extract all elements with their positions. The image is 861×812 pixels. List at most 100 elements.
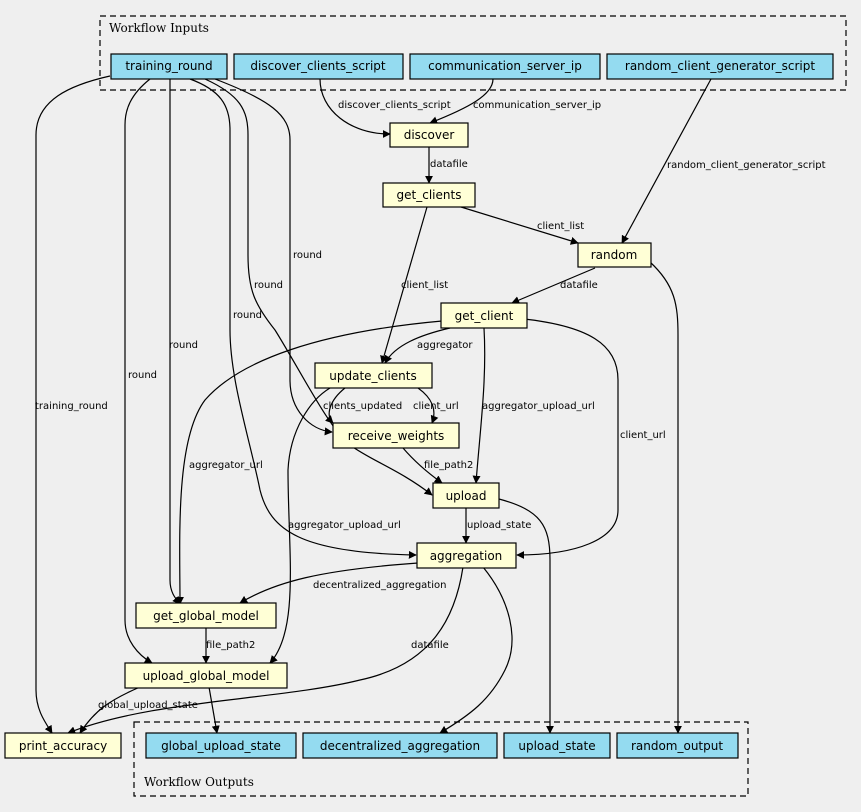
edge-label-aggregator-url: aggregator_url — [189, 460, 263, 471]
input-training-round-label: training_round — [125, 59, 212, 73]
step-get-global-model-label: get_global_model — [153, 609, 259, 623]
step-nodes: discover get_clients random get_client u… — [4, 122, 652, 759]
edge-label-round-upload: round — [254, 280, 283, 291]
edge-label-client-list-random: client_list — [537, 221, 584, 232]
edge-client-list-random — [460, 206, 579, 245]
edge-label-datafile-random: datafile — [560, 280, 598, 291]
step-print-accuracy-label: print_accuracy — [19, 739, 107, 753]
edge-labels: discover_clients_script communication_se… — [35, 100, 826, 711]
edge-round-upload-global — [124, 78, 153, 664]
step-update-clients-label: update_clients — [329, 369, 417, 383]
step-upload-global-model[interactable]: upload_global_model — [124, 662, 288, 689]
step-discover[interactable]: discover — [389, 122, 469, 148]
step-update-clients[interactable]: update_clients — [314, 362, 433, 389]
output-decentralized-aggregation-label: decentralized_aggregation — [320, 739, 480, 753]
edge-file-path2-upload — [402, 447, 443, 484]
input-communication-server-ip-label: communication_server_ip — [428, 59, 582, 73]
edge-label-aggregator-upload-url-global: aggregator_upload_url — [288, 520, 401, 531]
edge-decentralized-aggregation-output — [439, 566, 513, 734]
edge-round-aggregation — [189, 78, 417, 559]
output-global-upload-state[interactable]: global_upload_state — [145, 732, 297, 759]
step-get-client-label: get_client — [455, 309, 514, 323]
step-receive-weights-label: receive_weights — [348, 429, 445, 443]
step-aggregation-label: aggregation — [430, 549, 503, 563]
workflow-inputs-cluster: Workflow Inputs — [99, 15, 847, 91]
edge-random-client-generator-script — [621, 78, 712, 244]
step-receive-weights[interactable]: receive_weights — [332, 422, 460, 449]
step-aggregation[interactable]: aggregation — [416, 542, 517, 569]
edge-training-round — [35, 75, 111, 734]
input-discover-clients-script-label: discover_clients_script — [250, 59, 386, 73]
edge-label-round-aggregation: round — [233, 310, 262, 321]
step-discover-label: discover — [404, 128, 455, 142]
edge-round-upload — [204, 78, 433, 496]
edge-aggregator-upload-url-global — [269, 387, 331, 664]
edge-label-discover-clients-script: discover_clients_script — [338, 100, 451, 111]
edge-label-client-list-update: client_list — [401, 280, 448, 291]
edge-label-datafile-discover: datafile — [430, 159, 468, 170]
edge-label-aggregator: aggregator — [417, 340, 473, 351]
input-discover-clients-script[interactable]: discover_clients_script — [233, 53, 404, 80]
edge-aggregator — [384, 327, 451, 364]
output-nodes: global_upload_state decentralized_aggreg… — [145, 732, 739, 759]
edge-label-random-client-generator-script: random_client_generator_script — [667, 160, 826, 171]
output-random-output-label: random_output — [631, 739, 723, 753]
input-training-round[interactable]: training_round — [110, 53, 228, 80]
edge-client-url-receive — [417, 387, 439, 424]
edge-round-get-global — [169, 79, 181, 605]
step-get-client[interactable]: get_client — [440, 302, 528, 329]
edge-global-upload-state-output — [208, 686, 220, 734]
output-random-output[interactable]: random_output — [616, 732, 739, 759]
edge-label-aggregator-upload-url-upload: aggregator_upload_url — [482, 401, 595, 412]
edge-client-list-update — [380, 206, 428, 364]
edge-label-training-round: training_round — [35, 401, 108, 412]
edge-label-upload-state: upload_state — [467, 520, 531, 531]
step-get-clients[interactable]: get_clients — [382, 182, 476, 208]
edge-label-clients-updated: clients_updated — [323, 401, 402, 412]
input-communication-server-ip[interactable]: communication_server_ip — [409, 53, 601, 80]
edge-label-decentralized-aggregation: decentralized_aggregation — [313, 580, 446, 591]
edge-label-client-url-aggregation: client_url — [620, 430, 666, 441]
edge-label-global-upload-state: global_upload_state — [98, 700, 198, 711]
edge-label-datafile-print: datafile — [411, 640, 449, 651]
workflow-inputs-label: Workflow Inputs — [109, 21, 209, 35]
edge-label-round-receive: round — [293, 250, 322, 261]
edge-label-round-upload-global: round — [128, 370, 157, 381]
edge-client-url-aggregation — [514, 317, 619, 559]
edge-label-communication-server-ip: communication_server_ip — [473, 100, 601, 111]
step-upload-label: upload — [446, 489, 487, 503]
input-nodes: training_round discover_clients_script c… — [110, 53, 834, 80]
edge-label-client-url-receive: client_url — [413, 401, 459, 412]
input-random-client-generator-script[interactable]: random_client_generator_script — [606, 53, 834, 80]
step-get-clients-label: get_clients — [397, 188, 462, 202]
output-decentralized-aggregation[interactable]: decentralized_aggregation — [302, 732, 498, 759]
edge-decentralized-aggregation — [239, 562, 419, 604]
edge-label-file-path2-global: file_path2 — [206, 640, 255, 651]
edge-round-receive — [214, 78, 333, 436]
edge-label-round-get-global: round — [169, 340, 198, 351]
edge-upload-state-output — [498, 498, 554, 734]
step-get-global-model[interactable]: get_global_model — [135, 602, 277, 629]
step-random[interactable]: random — [577, 242, 652, 268]
workflow-outputs-label: Workflow Outputs — [144, 775, 254, 789]
step-upload[interactable]: upload — [432, 482, 500, 509]
edge-datafile-random — [511, 267, 596, 304]
edges — [35, 75, 712, 735]
edge-random-output — [649, 261, 682, 734]
edge-aggregator-url — [175, 320, 443, 605]
edge-global-upload-state — [79, 686, 141, 734]
output-upload-state[interactable]: upload_state — [503, 732, 611, 759]
edge-label-file-path2-upload: file_path2 — [424, 460, 473, 471]
step-print-accuracy[interactable]: print_accuracy — [4, 732, 122, 759]
edge-aggregator-upload-url-upload — [472, 327, 486, 484]
workflow-outputs-cluster: Workflow Outputs — [133, 721, 749, 797]
edge-clients-updated — [325, 387, 346, 424]
step-upload-global-model-label: upload_global_model — [143, 669, 270, 683]
edge-discover-clients-script — [319, 78, 391, 138]
output-global-upload-state-label: global_upload_state — [161, 739, 281, 753]
step-random-label: random — [591, 248, 638, 262]
input-random-client-generator-script-label: random_client_generator_script — [625, 59, 815, 73]
edge-datafile-print — [67, 566, 464, 735]
output-upload-state-label: upload_state — [518, 739, 595, 753]
